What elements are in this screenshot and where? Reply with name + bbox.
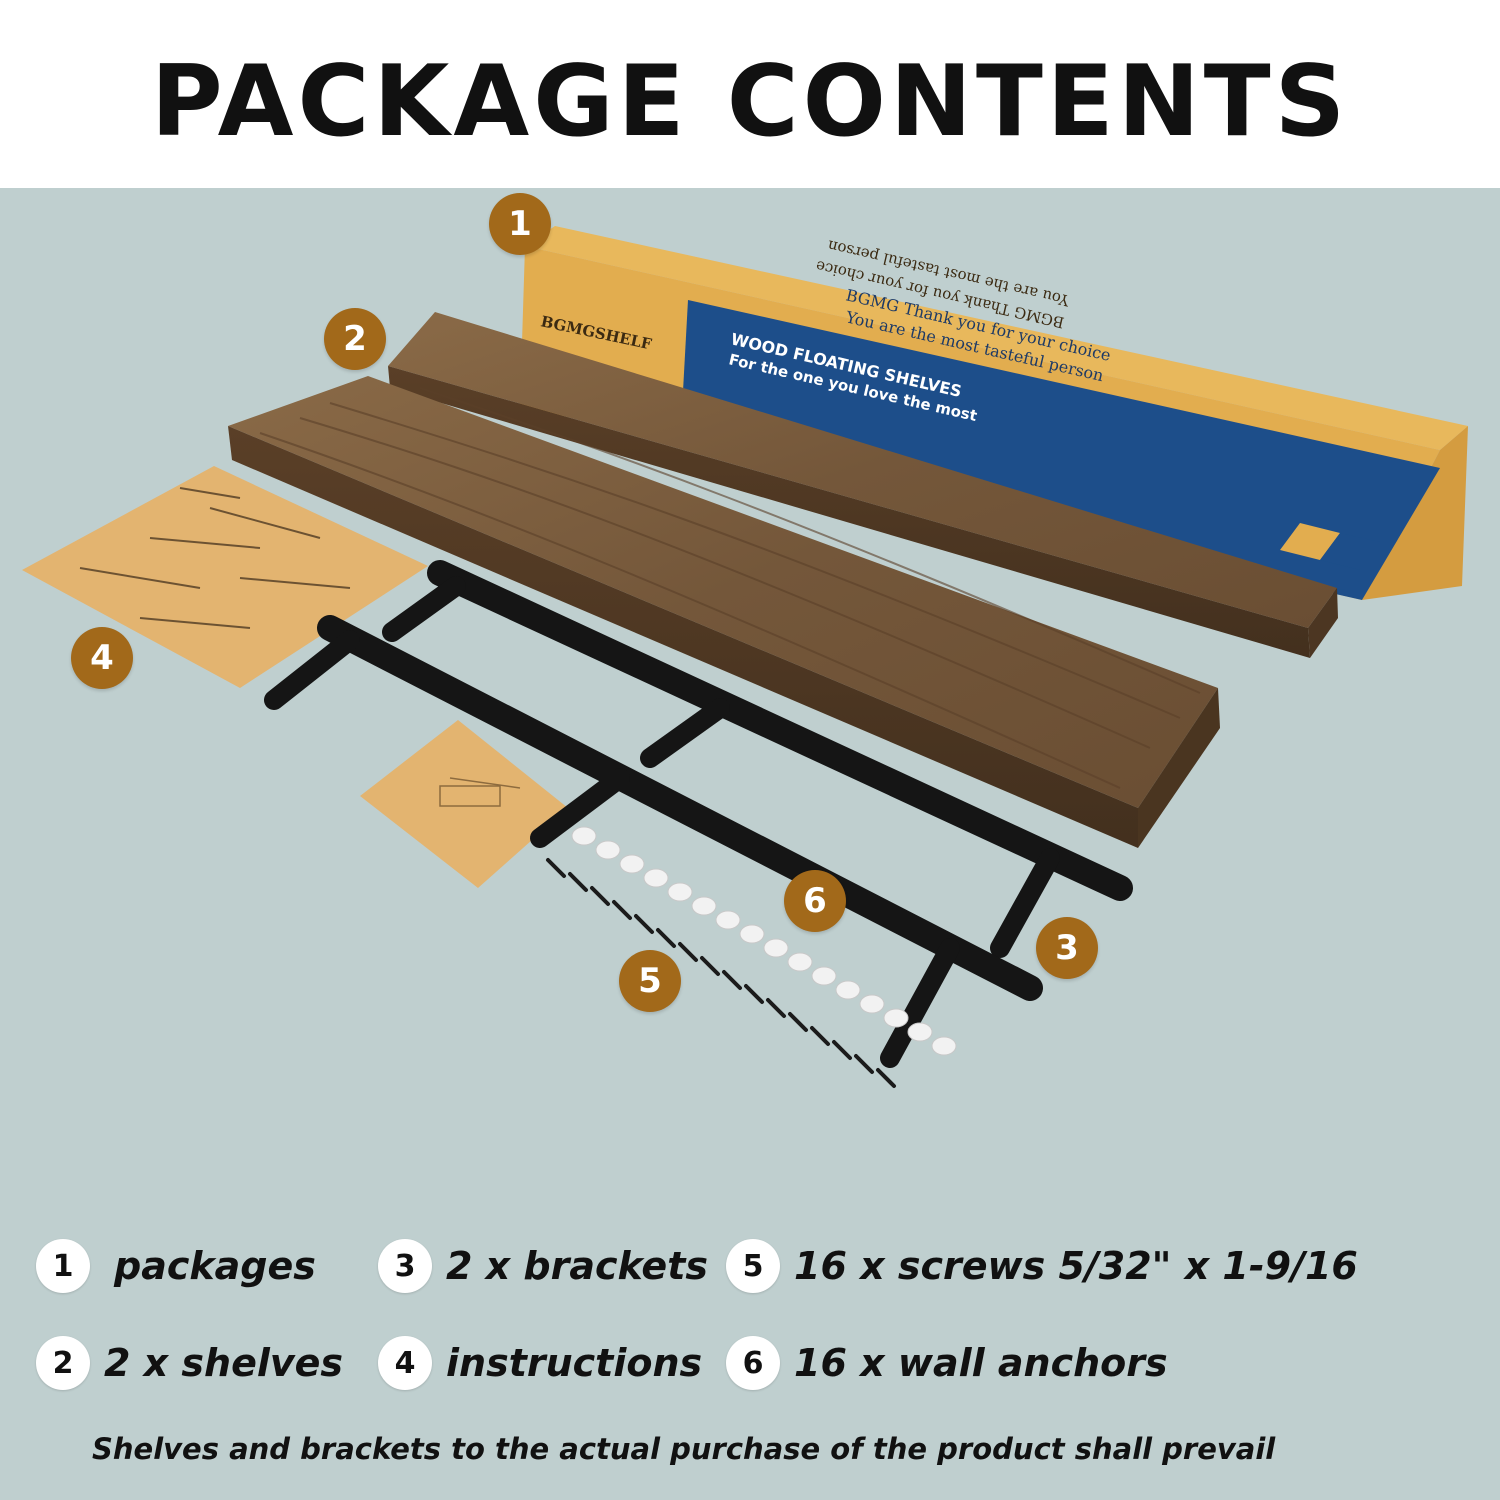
legend-number: 5 <box>726 1239 780 1293</box>
wood-grain <box>259 387 1201 789</box>
product-photo: BGMGSHELF WOOD FLOATING SHELVES For the … <box>0 188 1500 1218</box>
legend-number: 6 <box>726 1336 780 1390</box>
legend-number: 1 <box>36 1239 90 1293</box>
instruction-diagrams <box>79 487 351 629</box>
box-checker-b <box>1320 533 1380 570</box>
marker-4: 4 <box>71 627 133 689</box>
marker-2: 2 <box>324 308 386 370</box>
card-paper <box>360 720 568 888</box>
instruction-sheet <box>22 466 428 688</box>
shelf-front-end <box>1138 688 1220 848</box>
marker-5: 5 <box>619 950 681 1012</box>
shelf-back-front <box>388 366 1310 658</box>
legend-label: packages <box>114 1244 316 1288</box>
bracket-front <box>264 615 1043 1068</box>
legend-item-packages: 1 packages <box>36 1231 316 1301</box>
marker-3: 3 <box>1036 917 1098 979</box>
box-end-face <box>1362 426 1468 600</box>
marker-6: 6 <box>784 870 846 932</box>
legend-item-wall-anchors: 6 16 x wall anchors <box>726 1328 1168 1398</box>
screws <box>546 858 896 1088</box>
box-top-face <box>525 226 1468 450</box>
legend-item-brackets: 3 2 x brackets <box>378 1231 708 1301</box>
box-checker-a <box>1280 523 1340 560</box>
thank-you-card <box>360 720 568 888</box>
shelf-back-end <box>1308 588 1338 658</box>
legend-label: instructions <box>446 1341 703 1385</box>
legend-number: 2 <box>36 1336 90 1390</box>
shelf-front-front <box>228 426 1138 848</box>
legend-number: 4 <box>378 1336 432 1390</box>
page-title: PACKAGE CONTENTS <box>150 45 1350 159</box>
disclaimer-note: Shelves and brackets to the actual purch… <box>92 1432 1276 1466</box>
instruction-paper <box>22 466 428 688</box>
shelf-front <box>228 376 1220 848</box>
shelf-front-top <box>228 376 1218 808</box>
legend-item-instructions: 4 instructions <box>378 1328 702 1398</box>
legend-label: 16 x wall anchors <box>794 1341 1168 1385</box>
legend-item-screws: 5 16 x screws 5/32" x 1-9/16 <box>726 1231 1358 1301</box>
legend-label: 2 x shelves <box>104 1341 344 1385</box>
wall-anchors <box>571 826 957 1056</box>
marker-1: 1 <box>489 193 551 255</box>
card-drawing <box>439 777 521 807</box>
shelf-back <box>388 312 1338 658</box>
legend-label: 2 x brackets <box>446 1244 708 1288</box>
package-box: BGMGSHELF WOOD FLOATING SHELVES For the … <box>520 226 1468 600</box>
header-banner: PACKAGE CONTENTS <box>0 0 1500 188</box>
product-illustration: BGMGSHELF WOOD FLOATING SHELVES For the … <box>22 226 1468 1088</box>
legend-number: 3 <box>378 1239 432 1293</box>
shelf-back-top <box>388 312 1337 628</box>
box-blue-panel <box>680 300 1440 600</box>
legend-label: 16 x screws 5/32" x 1-9/16 <box>794 1244 1358 1288</box>
legend-item-shelves: 2 2 x shelves <box>36 1328 343 1398</box>
bracket-back <box>382 560 1133 958</box>
